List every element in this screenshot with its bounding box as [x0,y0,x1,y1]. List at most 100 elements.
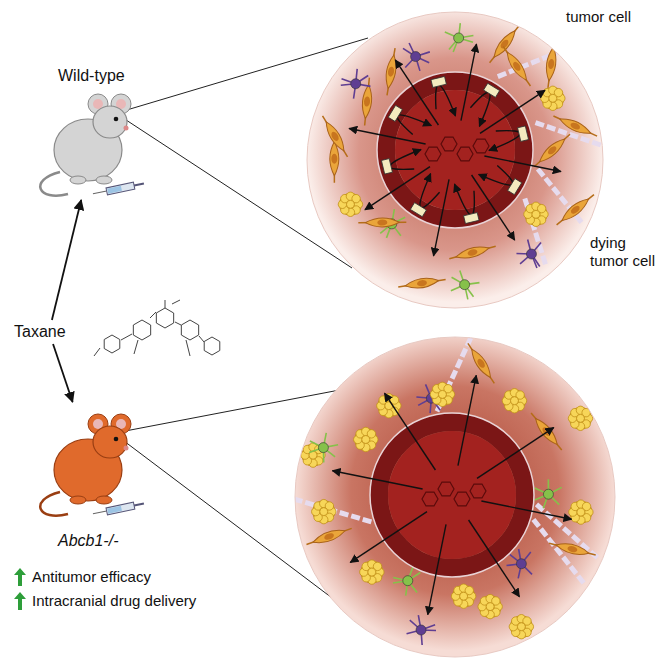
vessel-outline [370,413,534,577]
ring [133,320,150,340]
diffusion-arrow [385,393,436,470]
cell-nucleus [331,154,337,164]
ring [425,147,441,161]
glia-body [526,249,536,259]
glia-body [411,52,421,62]
tumor-cell [554,191,597,228]
tissue-ground [295,337,615,657]
dying-tumor-cell [509,615,533,639]
glia-body [351,79,361,89]
efflux-transporter [484,83,500,97]
mouse-eye [114,437,119,442]
apoptotic-body [577,508,585,516]
diffusion-arrow [480,90,545,133]
ring [441,137,457,151]
efflux-arrow [470,92,490,126]
apoptotic-body [460,592,468,600]
diffusion-arrow [332,471,422,489]
node-label: Taxane [14,322,66,341]
vessel-lumen [388,431,516,559]
glia-body [416,625,426,635]
astrocyte [309,433,338,463]
efflux-transporter [431,76,446,87]
glia-body [318,443,328,453]
dying-tumor-cell [451,584,475,608]
vessel-outline [377,72,533,228]
fiber [536,504,598,558]
cell-process [531,413,562,450]
tumor-cell [319,114,352,160]
apoptotic-body [438,390,446,398]
cell-nucleus [417,279,428,287]
ring [181,320,198,340]
cell-body [404,276,439,290]
diffusion-arrow [365,167,430,210]
tumor-cell [383,47,400,96]
tumor-cell [358,218,406,227]
tumor-cell [486,22,523,65]
syringe-fluid [107,506,122,514]
diffusion-arrow [472,175,515,240]
apoptotic-body [346,200,354,208]
taxane-structure [94,300,220,356]
apoptotic-body [368,568,376,576]
tumor-cell [464,341,498,386]
mouse-foot [70,176,86,184]
ring [473,139,489,153]
efflux-arrow [489,131,520,151]
node-label: Abcb1-/- [40,531,118,550]
fiber [525,198,546,266]
cell-nucleus [569,121,581,131]
cell-nucleus [467,248,478,256]
efflux-transporter [464,213,479,224]
mouse-eye [114,117,119,122]
astrocyte [393,567,420,596]
bond [94,348,100,356]
drug-arrows [349,44,561,256]
mouse-head [93,426,127,458]
ring [457,147,473,161]
cell-body [468,347,494,380]
vessel-wall [386,81,524,219]
mouse-tail [40,172,68,196]
mouse-foot [96,176,112,184]
ring [454,492,470,506]
syringe-fluid [107,186,122,194]
microglia [416,384,442,413]
efflux-transporter [388,105,402,121]
microglia [341,69,371,99]
apoptotic-body [486,603,494,611]
arrow-connector [52,200,81,320]
mouse-foot [70,496,86,504]
diffusion-arrow [469,520,520,597]
cell-body [312,527,347,547]
microglia [403,43,430,71]
glia-body [454,33,464,43]
cell-body [330,142,339,176]
cell-body [384,54,399,89]
diffusion-arrow [458,375,476,465]
apoptotic-body [532,210,540,218]
apoptotic-body [549,94,557,102]
cell-process [534,134,570,166]
astrocyte [535,479,562,508]
efflux-arrow [397,115,431,135]
glia-body [516,559,526,569]
dying-tumor-cell [478,594,502,618]
syringe-barrel [106,182,135,195]
cell-body [322,119,347,153]
syringe [92,500,144,518]
mouse-head [93,106,127,138]
node-label: Wild-type [40,66,125,85]
bond [172,300,180,304]
cell-process [557,195,594,225]
mouse-nose [124,446,129,451]
syringe-plunger [134,504,144,506]
bond [175,322,181,325]
dying-tumor-cell [524,202,548,226]
efflux-transporter [410,203,426,217]
cell-nucleus [377,219,387,225]
efflux-transporter [381,159,392,174]
tissue-ground [307,12,603,308]
